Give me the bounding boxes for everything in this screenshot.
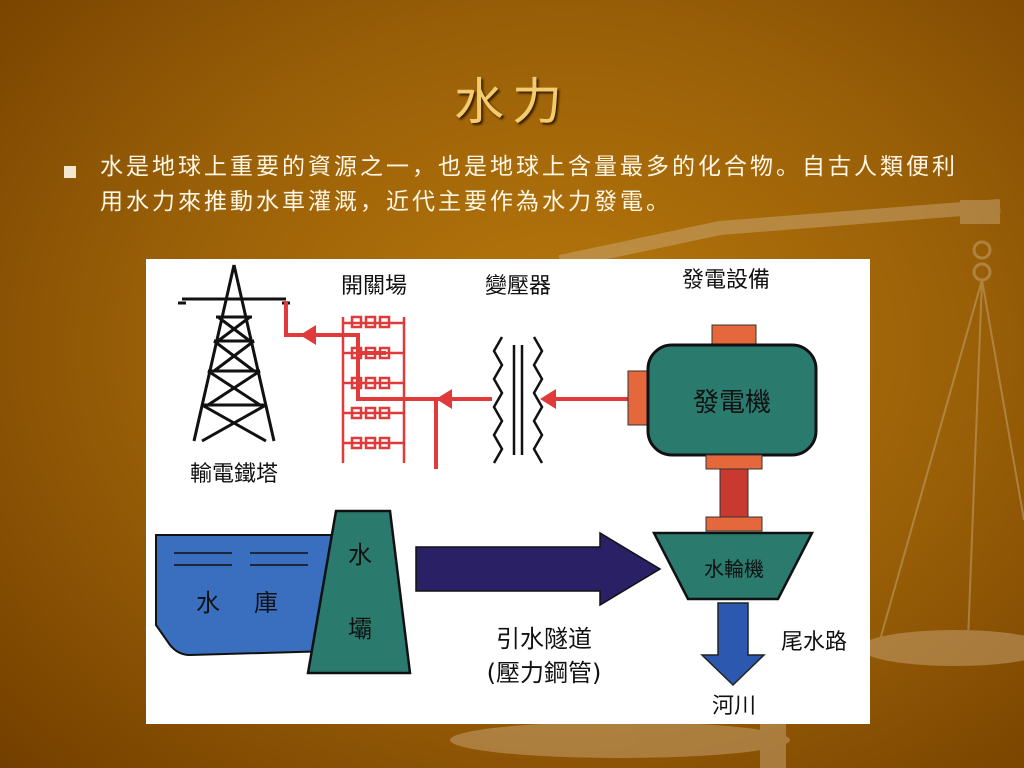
dam-label-char2: 壩 (348, 615, 372, 643)
tailrace-arrow-icon (700, 602, 766, 687)
water-surface-lines (174, 552, 308, 566)
river-label: 河川 (712, 694, 756, 719)
arrow-to-transformer-icon (540, 389, 556, 409)
generator-label: 發電機 (693, 388, 771, 418)
switchyard-icon (341, 315, 406, 463)
penstock-label-line2: (壓力鋼管) (487, 659, 602, 687)
turbine-top-cap (705, 516, 763, 532)
penstock-arrow-icon (415, 531, 662, 607)
generator-side-cap (627, 370, 649, 426)
generator-base (705, 454, 763, 470)
penstock-label-line1: 引水隧道 (496, 625, 592, 653)
arrow-to-tower-icon (300, 325, 316, 345)
bullet-icon (64, 166, 76, 178)
turbine-label: 水輪機 (704, 557, 764, 581)
slide-title: 水力 (454, 73, 570, 131)
turbine-body (651, 531, 815, 601)
turbine-shaft (719, 468, 749, 520)
dam-label-char1: 水 (348, 541, 372, 569)
reservoir-label-char2: 庫 (254, 589, 278, 617)
transmission-tower-icon (178, 264, 290, 443)
slide-body-text: 水是地球上重要的資源之一，也是地球上含量最多的化合物。自古人類便利用水力來推動水… (100, 154, 958, 215)
transformer-icon (492, 336, 544, 464)
switchyard-label: 開關場 (341, 274, 407, 299)
dam-shape (306, 509, 412, 675)
tailrace-label: 尾水路 (781, 630, 847, 655)
transformer-label: 變壓器 (485, 274, 551, 299)
hydropower-diagram: 開關場 變壓器 發電設備 輸電鐵塔 發電機 水輪機 水 庫 水 壩 引水隧道 (… (146, 259, 870, 724)
reservoir-label-char1: 水 (196, 589, 220, 617)
transmission-tower-label: 輸電鐵塔 (190, 462, 278, 487)
power-equipment-label: 發電設備 (682, 268, 770, 293)
arrow-to-switchyard-icon (436, 389, 452, 409)
